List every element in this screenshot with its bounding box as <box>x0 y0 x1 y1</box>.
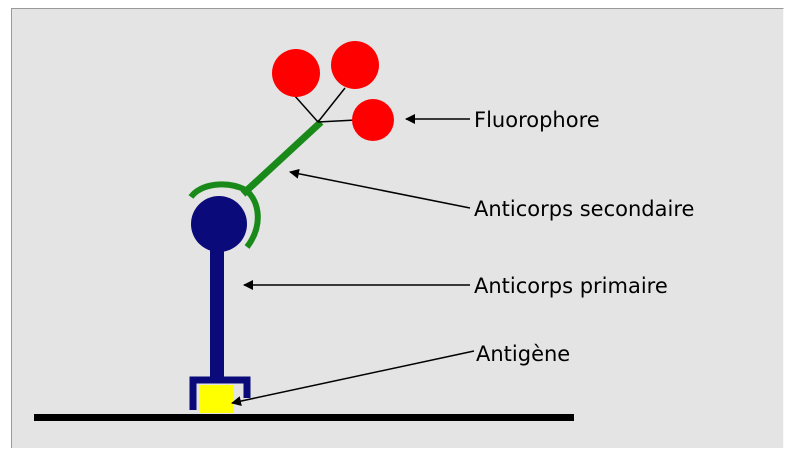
primary-antibody-head <box>191 196 247 252</box>
antigen-shape <box>199 385 234 413</box>
fluorophore-linker <box>318 88 345 122</box>
secondary-antibody-arrow <box>290 172 470 208</box>
primary-antibody-stem <box>210 244 224 382</box>
surface-line <box>34 414 574 421</box>
fluorophore-linker <box>318 120 356 122</box>
fluorophore-circle <box>352 99 394 141</box>
fluorophore-linker <box>294 95 318 122</box>
primary-antibody-label: Anticorps primaire <box>474 274 668 298</box>
fluorophore-circle <box>331 41 379 89</box>
fluorophore-circle <box>272 49 320 97</box>
secondary-antibody-label: Anticorps secondaire <box>474 197 694 221</box>
antigen-label: Antigène <box>476 342 570 366</box>
antigen-arrow <box>232 351 474 403</box>
secondary-antibody-arm <box>243 122 321 194</box>
fluorophore-label: Fluorophore <box>474 108 600 132</box>
